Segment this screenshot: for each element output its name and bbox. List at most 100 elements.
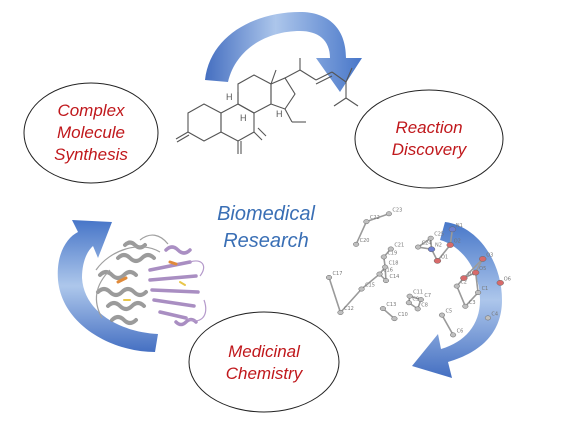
crystal-atom: [382, 278, 390, 284]
crystal-bond: [463, 258, 484, 279]
hydrogen-label-2: H: [240, 113, 247, 123]
crystal-atom: [475, 290, 482, 295]
left-circular-arrow-icon: [57, 220, 158, 352]
crystal-atom: [460, 275, 468, 281]
crystal-atom: [433, 257, 442, 264]
crystal-atom-label: C5: [445, 309, 452, 315]
medicinal-line-2: Chemistry: [225, 364, 303, 383]
crystal-atom-label: O5: [479, 266, 486, 272]
crystal-atom-label: C21: [394, 242, 404, 248]
medicinal-line-1: Medicinal: [228, 342, 300, 361]
crystal-atom-label: C14: [389, 274, 399, 280]
synthesis-line-3: Synthesis: [54, 145, 128, 164]
crystal-atom-label: O3: [486, 252, 493, 258]
center-line-1: Biomedical: [217, 203, 315, 225]
crystal-atom-label: C3: [469, 300, 476, 306]
crystal-atom: [379, 306, 386, 312]
crystal-atom: [363, 219, 370, 225]
crystal-atom-label: O2: [454, 238, 461, 244]
crystal-atom: [415, 244, 422, 250]
crystal-atom-label: C25: [434, 232, 444, 238]
crystal-structure-icon: C1C2C3C4C5C6C7C8C9C10C11C12C13C14C15C16C…: [325, 207, 511, 338]
synthesis-line-2: Molecule: [56, 123, 126, 142]
crystal-atom-label: C23: [392, 207, 402, 213]
crystal-atom: [472, 269, 480, 276]
crystal-atom-label: C18: [389, 261, 399, 267]
crystal-atom-label: C12: [344, 306, 354, 312]
crystal-atom-label: C13: [386, 302, 396, 308]
crystal-atom-label: C9: [412, 296, 419, 302]
crystal-atom: [496, 279, 504, 286]
crystal-bond: [366, 213, 390, 223]
center-line-2: Research: [223, 230, 309, 252]
right-circular-arrow-icon: [412, 222, 502, 378]
crystal-bond: [436, 244, 451, 262]
crystal-atom-label: C24: [422, 241, 432, 247]
crystal-bond: [361, 273, 381, 290]
crystal-atom: [450, 332, 457, 338]
crystal-atom-label: C1: [482, 286, 489, 292]
crystal-atom-label: C7: [424, 293, 431, 299]
crystal-atom: [448, 226, 457, 233]
crystal-atom-label: C11: [413, 290, 423, 296]
crystal-atom: [405, 300, 412, 306]
crystal-bond: [441, 314, 454, 336]
crystal-atom-label: C20: [360, 238, 370, 244]
crystal-atom-label: C8: [421, 302, 428, 308]
reaction-line-2: Discovery: [391, 140, 467, 159]
hydrogen-label-1: H: [226, 92, 233, 102]
top-circular-arrow-icon: [205, 12, 362, 92]
crystal-atom-label: C16: [383, 268, 393, 274]
crystal-atom: [406, 293, 413, 299]
crystal-bond: [355, 221, 368, 245]
protein-ribbon-icon: [95, 234, 207, 327]
crystal-bond: [464, 291, 479, 307]
crystal-atom-label: C6: [457, 328, 464, 334]
crystal-atom: [382, 264, 389, 270]
crystal-atom-label: O6: [504, 276, 511, 282]
crystal-atom-label: N2: [435, 243, 442, 249]
crystal-atom-label: O1: [441, 254, 448, 260]
medicinal-label: Medicinal Chemistry: [214, 341, 314, 385]
crystal-atom-label: O4: [467, 272, 474, 278]
steroid-structure-icon: [175, 58, 359, 154]
crystal-atom: [446, 242, 454, 248]
crystal-atom: [414, 306, 421, 312]
synthesis-oval: [23, 82, 159, 184]
crystal-atom: [337, 310, 344, 315]
crystal-atom-label: C19: [387, 250, 397, 256]
crystal-atom: [325, 275, 333, 280]
crystal-atom-label: C17: [333, 271, 343, 277]
crystal-atom: [380, 254, 387, 260]
crystal-atom: [417, 297, 424, 303]
crystal-bond: [474, 272, 479, 293]
crystal-atom: [385, 211, 392, 217]
crystal-atom-label: C2: [460, 280, 467, 286]
crystal-atom: [479, 256, 487, 262]
crystal-atom: [353, 241, 360, 247]
crystal-atom: [462, 303, 469, 309]
crystal-atom: [484, 315, 491, 321]
hydrogen-label-3: H: [276, 109, 283, 119]
crystal-atom: [391, 316, 398, 322]
synthesis-line-1: Complex: [57, 101, 125, 120]
reaction-oval: [354, 89, 504, 189]
crystal-atom: [427, 246, 436, 253]
crystal-atom-label: C15: [365, 283, 375, 289]
reaction-label: Reaction Discovery: [380, 117, 478, 161]
crystal-bond: [339, 288, 363, 314]
crystal-bond: [456, 285, 467, 307]
crystal-atom-label: C10: [398, 312, 408, 318]
crystal-atom: [387, 246, 394, 252]
center-label: Biomedical Research: [196, 201, 336, 255]
synthesis-label: Complex Molecule Synthesis: [46, 100, 136, 166]
crystal-atom: [438, 312, 446, 318]
crystal-bond: [328, 277, 342, 313]
crystal-atom: [376, 271, 383, 277]
crystal-atom: [427, 235, 434, 241]
crystal-atom-label: C4: [491, 311, 498, 317]
crystal-atom-label: C22: [370, 215, 380, 221]
medicinal-oval: [188, 311, 340, 413]
